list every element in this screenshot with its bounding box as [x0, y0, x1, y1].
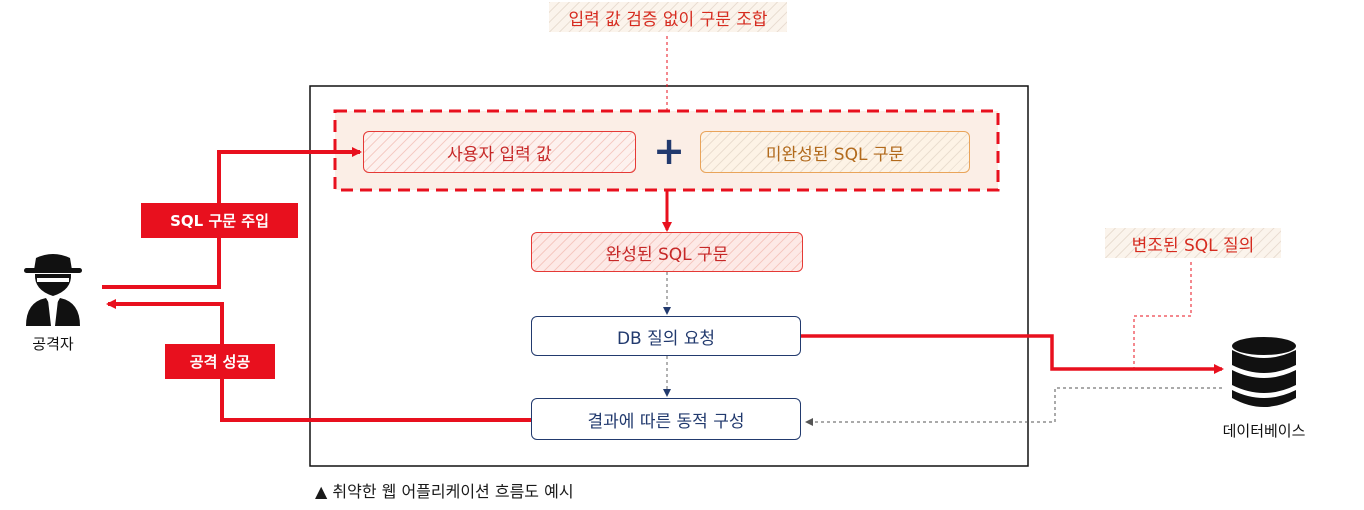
top-note: 입력 값 검증 없이 구문 조합 [549, 2, 787, 32]
db-response-arrow [805, 387, 1222, 426]
user-input-box: 사용자 입력 값 [363, 131, 636, 173]
attacker-label: 공격자 [32, 335, 74, 353]
database-icon [1232, 337, 1296, 407]
success-tag: 공격 성공 [165, 344, 275, 379]
figure-caption: ▲ 취약한 웹 어플리케이션 흐름도 예시 [315, 482, 574, 501]
plus-sign: + [653, 129, 685, 173]
modified-query-note: 변조된 SQL 질의 [1105, 228, 1281, 258]
db-query-arrow [801, 334, 1224, 374]
db-request-box: DB 질의 요청 [531, 316, 801, 356]
attacker-icon [24, 254, 82, 326]
dynamic-result-box: 결과에 따른 동적 구성 [531, 398, 801, 440]
application-frame [309, 85, 1029, 467]
complete-sql-box: 완성된 SQL 구문 [531, 232, 803, 272]
injection-tag: SQL 구문 주입 [141, 203, 298, 238]
incomplete-sql-box: 미완성된 SQL 구문 [700, 131, 970, 173]
database-label: 데이터베이스 [1222, 422, 1306, 440]
